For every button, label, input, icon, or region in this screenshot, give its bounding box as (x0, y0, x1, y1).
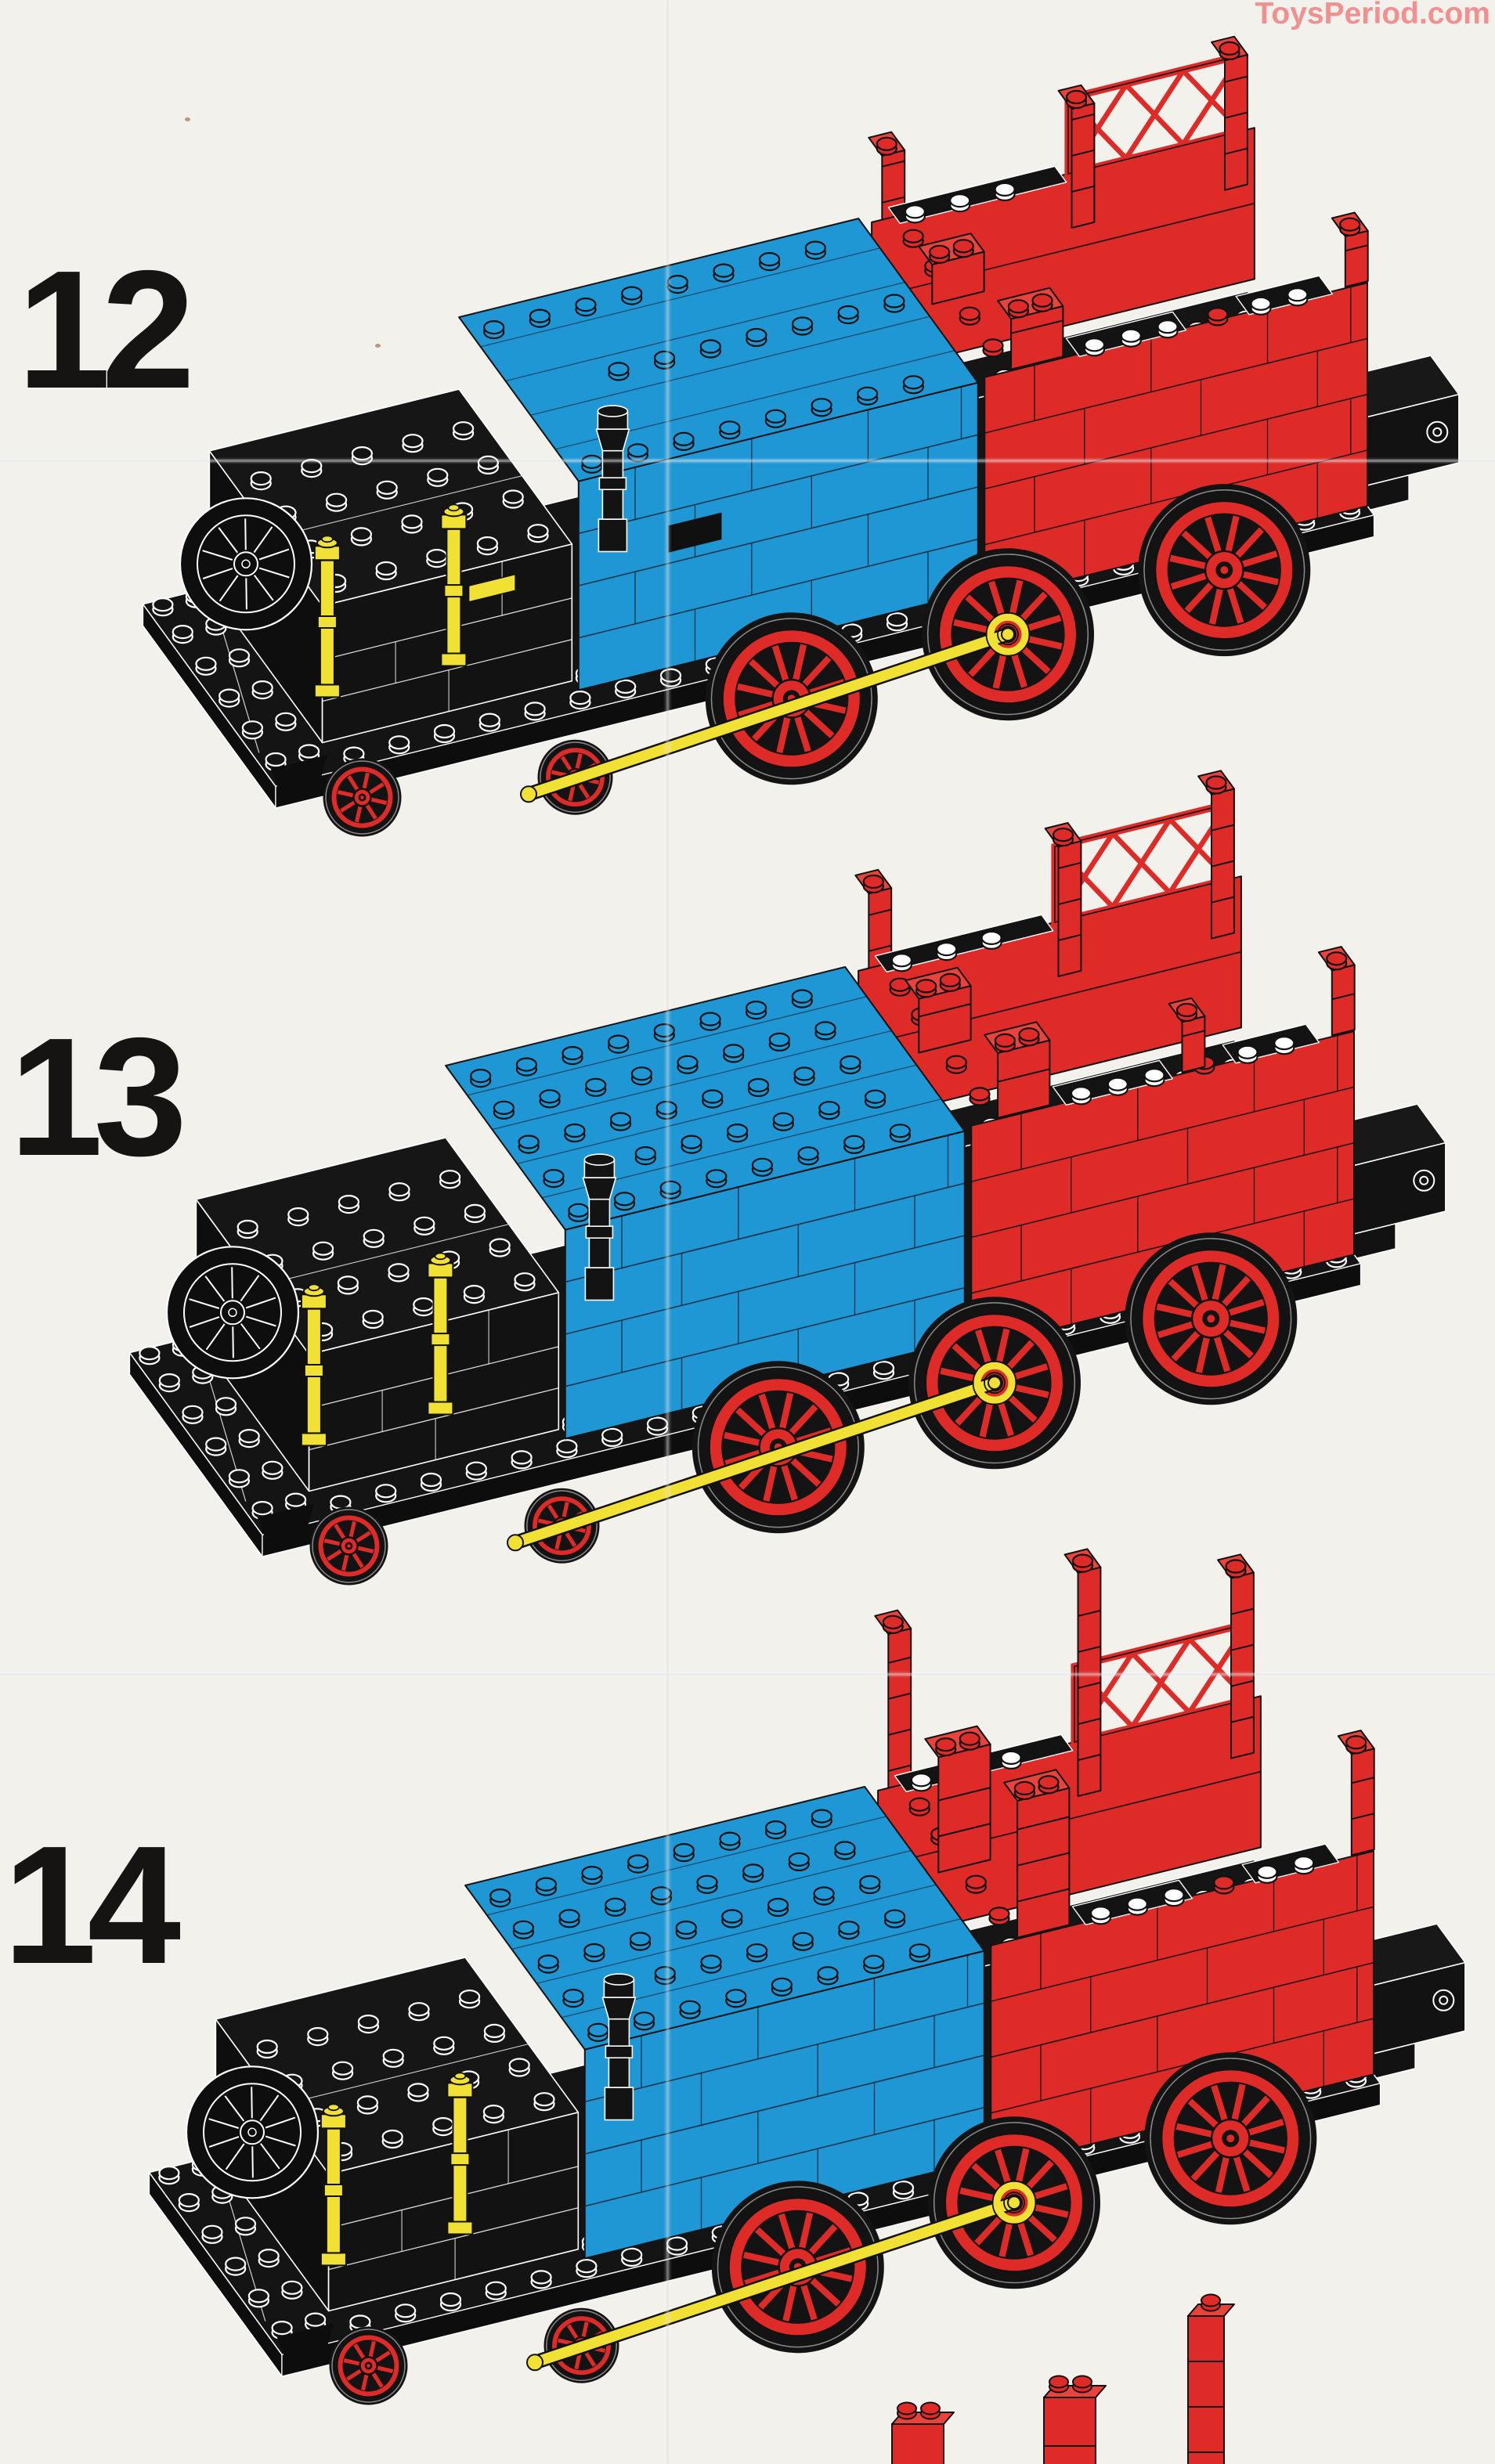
step-13-number: 13 (9, 1002, 187, 1191)
step-12-number: 12 (17, 235, 195, 424)
step-14-number: 14 (3, 1810, 181, 1999)
dust-speck (185, 117, 190, 121)
train-illustration-step-13 (128, 770, 1446, 1586)
dust-speck (375, 344, 381, 348)
train-illustration-step-12 (142, 35, 1460, 837)
next-step-partial-bricks (891, 2293, 1235, 2464)
watermark-toysperiod: ToysPeriod.com (1255, 0, 1490, 31)
train-illustration-step-14 (148, 1548, 1466, 2405)
